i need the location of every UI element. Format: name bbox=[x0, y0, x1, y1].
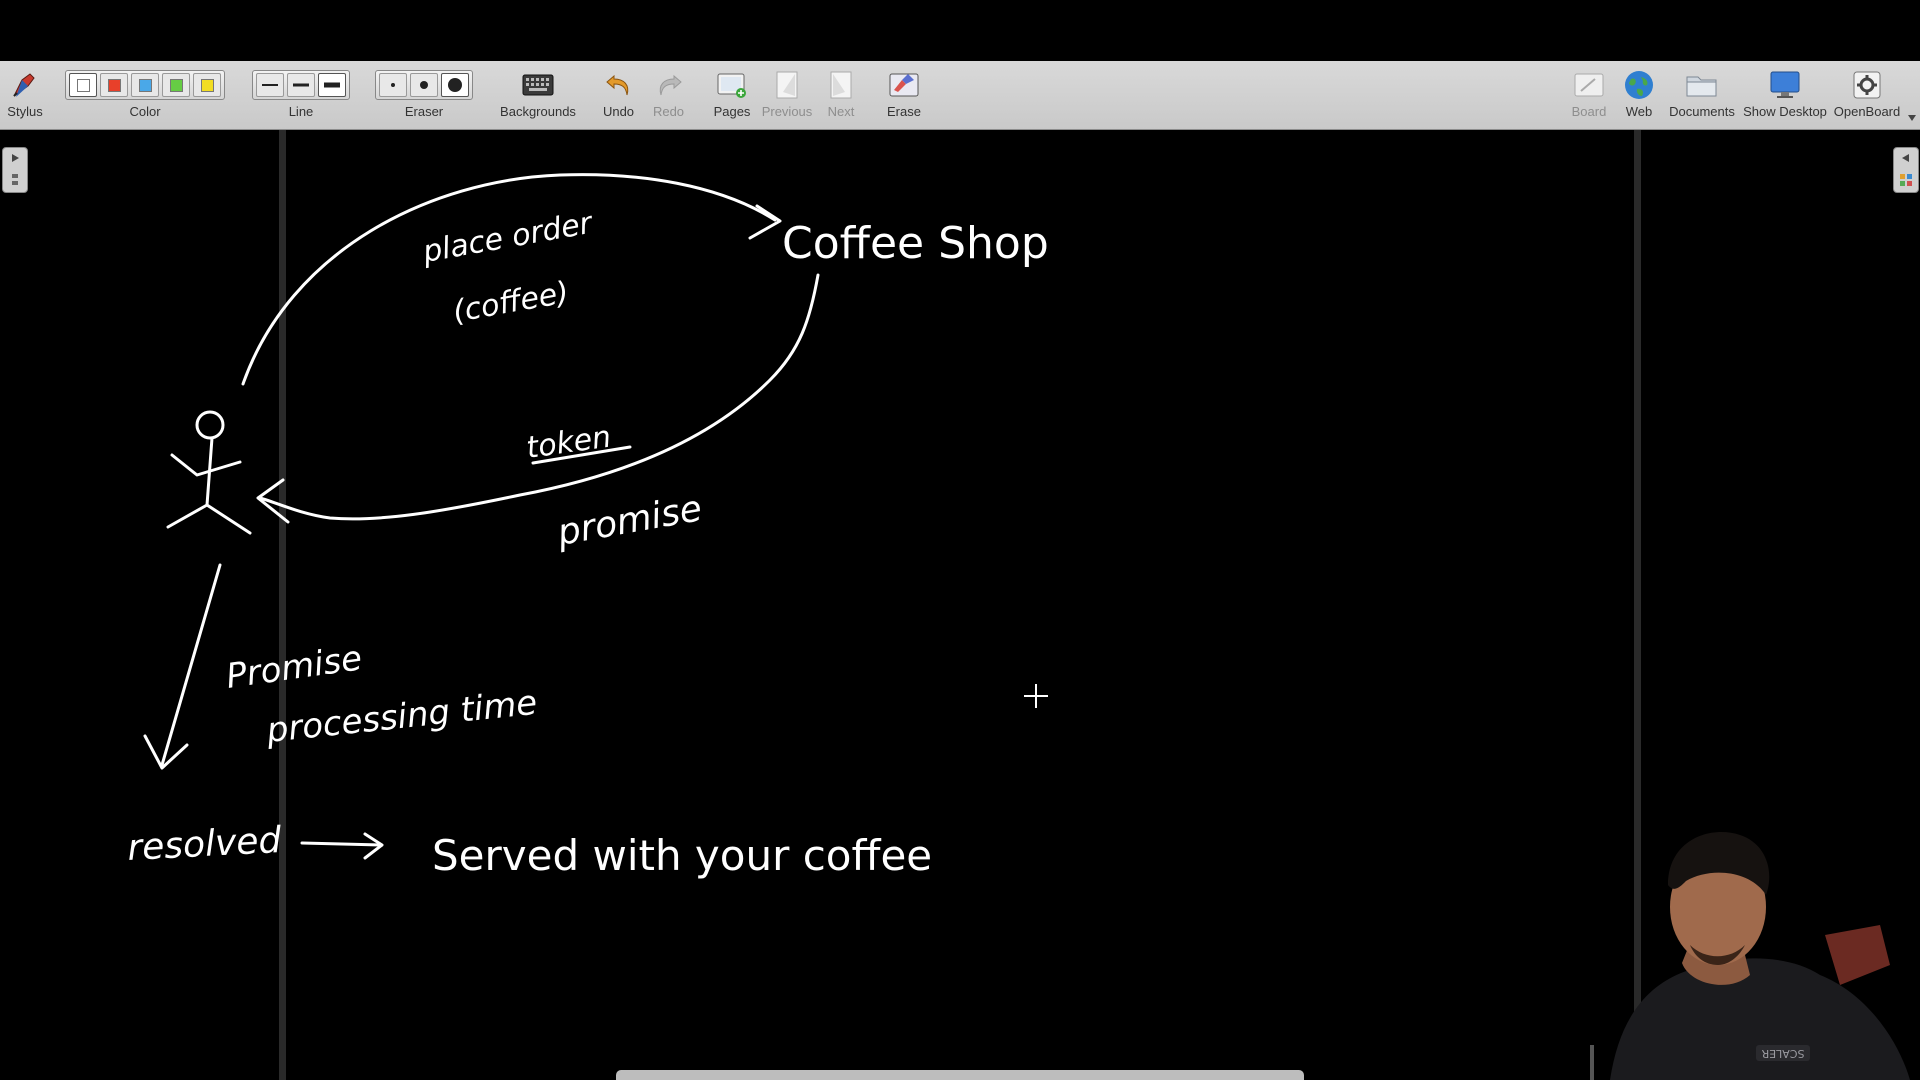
pages-icon bbox=[716, 69, 748, 101]
line-label: Line bbox=[288, 104, 314, 119]
line-medium-option[interactable] bbox=[287, 73, 315, 97]
show-desktop-button[interactable]: Show Desktop bbox=[1742, 61, 1828, 129]
documents-button[interactable]: Documents bbox=[1668, 61, 1736, 129]
board-left-margin-line bbox=[279, 130, 286, 1080]
show-desktop-label: Show Desktop bbox=[1743, 104, 1827, 119]
pages-label: Pages bbox=[713, 104, 751, 119]
color-swatch-red[interactable] bbox=[100, 73, 128, 97]
line-thick-option[interactable] bbox=[318, 73, 346, 97]
pages-button[interactable]: Pages bbox=[708, 61, 756, 129]
eraser-size-options bbox=[375, 70, 473, 100]
eraser-large-option[interactable] bbox=[441, 73, 469, 97]
stylus-label: Stylus bbox=[7, 104, 43, 119]
left-palette-toggle[interactable] bbox=[2, 147, 28, 193]
previous-page-icon bbox=[773, 69, 801, 101]
documents-label: Documents bbox=[1669, 104, 1735, 119]
backgrounds-label: Backgrounds bbox=[500, 104, 576, 119]
previous-label: Previous bbox=[761, 104, 813, 119]
crosshair-cursor-icon bbox=[1024, 684, 1048, 708]
eraser-tool[interactable]: Eraser bbox=[372, 61, 476, 129]
next-label: Next bbox=[827, 104, 855, 119]
previous-button[interactable]: Previous bbox=[758, 61, 816, 129]
color-swatch-white[interactable] bbox=[69, 73, 97, 97]
color-swatches bbox=[65, 70, 225, 100]
color-swatch-yellow[interactable] bbox=[193, 73, 221, 97]
web-label: Web bbox=[1625, 104, 1653, 119]
openboard-toolbar: Stylus Color Line bbox=[0, 61, 1920, 130]
eraser-medium-option[interactable] bbox=[410, 73, 438, 97]
right-palette-toggle[interactable] bbox=[1893, 147, 1919, 193]
next-button[interactable]: Next bbox=[818, 61, 864, 129]
triangle-right-icon bbox=[12, 154, 19, 162]
erase-button[interactable]: Erase bbox=[880, 61, 928, 129]
gear-icon bbox=[1852, 69, 1882, 101]
globe-icon bbox=[1623, 69, 1655, 101]
line-width-options bbox=[252, 70, 350, 100]
keyboard-grid-icon bbox=[522, 69, 554, 101]
board-icon bbox=[1573, 69, 1605, 101]
folder-icon bbox=[1685, 69, 1719, 101]
presenter-webcam-overlay: SCALER bbox=[1590, 832, 1910, 1080]
top-black-bar bbox=[0, 0, 1920, 61]
color-tool[interactable]: Color bbox=[60, 61, 230, 129]
eraser-label: Eraser bbox=[404, 104, 444, 119]
pages-strip-icon bbox=[12, 174, 18, 185]
board-label: Board bbox=[1571, 104, 1607, 119]
openboard-menu-button[interactable]: OpenBoard bbox=[1834, 61, 1900, 129]
desktop-monitor-icon bbox=[1769, 69, 1801, 101]
triangle-left-icon bbox=[1902, 154, 1909, 162]
board-right-margin-line bbox=[1634, 130, 1641, 1080]
backgrounds-button[interactable]: Backgrounds bbox=[498, 61, 578, 129]
erase-label: Erase bbox=[887, 104, 921, 119]
redo-label: Redo bbox=[652, 104, 685, 119]
color-label: Color bbox=[129, 104, 161, 119]
color-swatch-blue[interactable] bbox=[131, 73, 159, 97]
undo-label: Undo bbox=[602, 104, 635, 119]
stylus-tool[interactable]: Stylus bbox=[2, 61, 48, 129]
next-page-icon bbox=[827, 69, 855, 101]
chevron-down-icon[interactable] bbox=[1908, 106, 1916, 125]
web-button[interactable]: Web bbox=[1616, 61, 1662, 129]
redo-button[interactable]: Redo bbox=[646, 61, 691, 129]
eraser-small-option[interactable] bbox=[379, 73, 407, 97]
redo-icon bbox=[654, 69, 684, 101]
line-thin-option[interactable] bbox=[256, 73, 284, 97]
board-button[interactable]: Board bbox=[1566, 61, 1612, 129]
undo-button[interactable]: Undo bbox=[596, 61, 641, 129]
stylus-icon bbox=[10, 69, 40, 101]
undo-icon bbox=[604, 69, 634, 101]
presenter-shirt-text: SCALER bbox=[1761, 1047, 1804, 1060]
line-tool[interactable]: Line bbox=[248, 61, 354, 129]
library-icon bbox=[1900, 174, 1912, 186]
erase-board-icon bbox=[888, 69, 920, 101]
horizontal-scrollbar[interactable] bbox=[616, 1070, 1304, 1080]
openboard-label: OpenBoard bbox=[1833, 104, 1901, 119]
color-swatch-green[interactable] bbox=[162, 73, 190, 97]
